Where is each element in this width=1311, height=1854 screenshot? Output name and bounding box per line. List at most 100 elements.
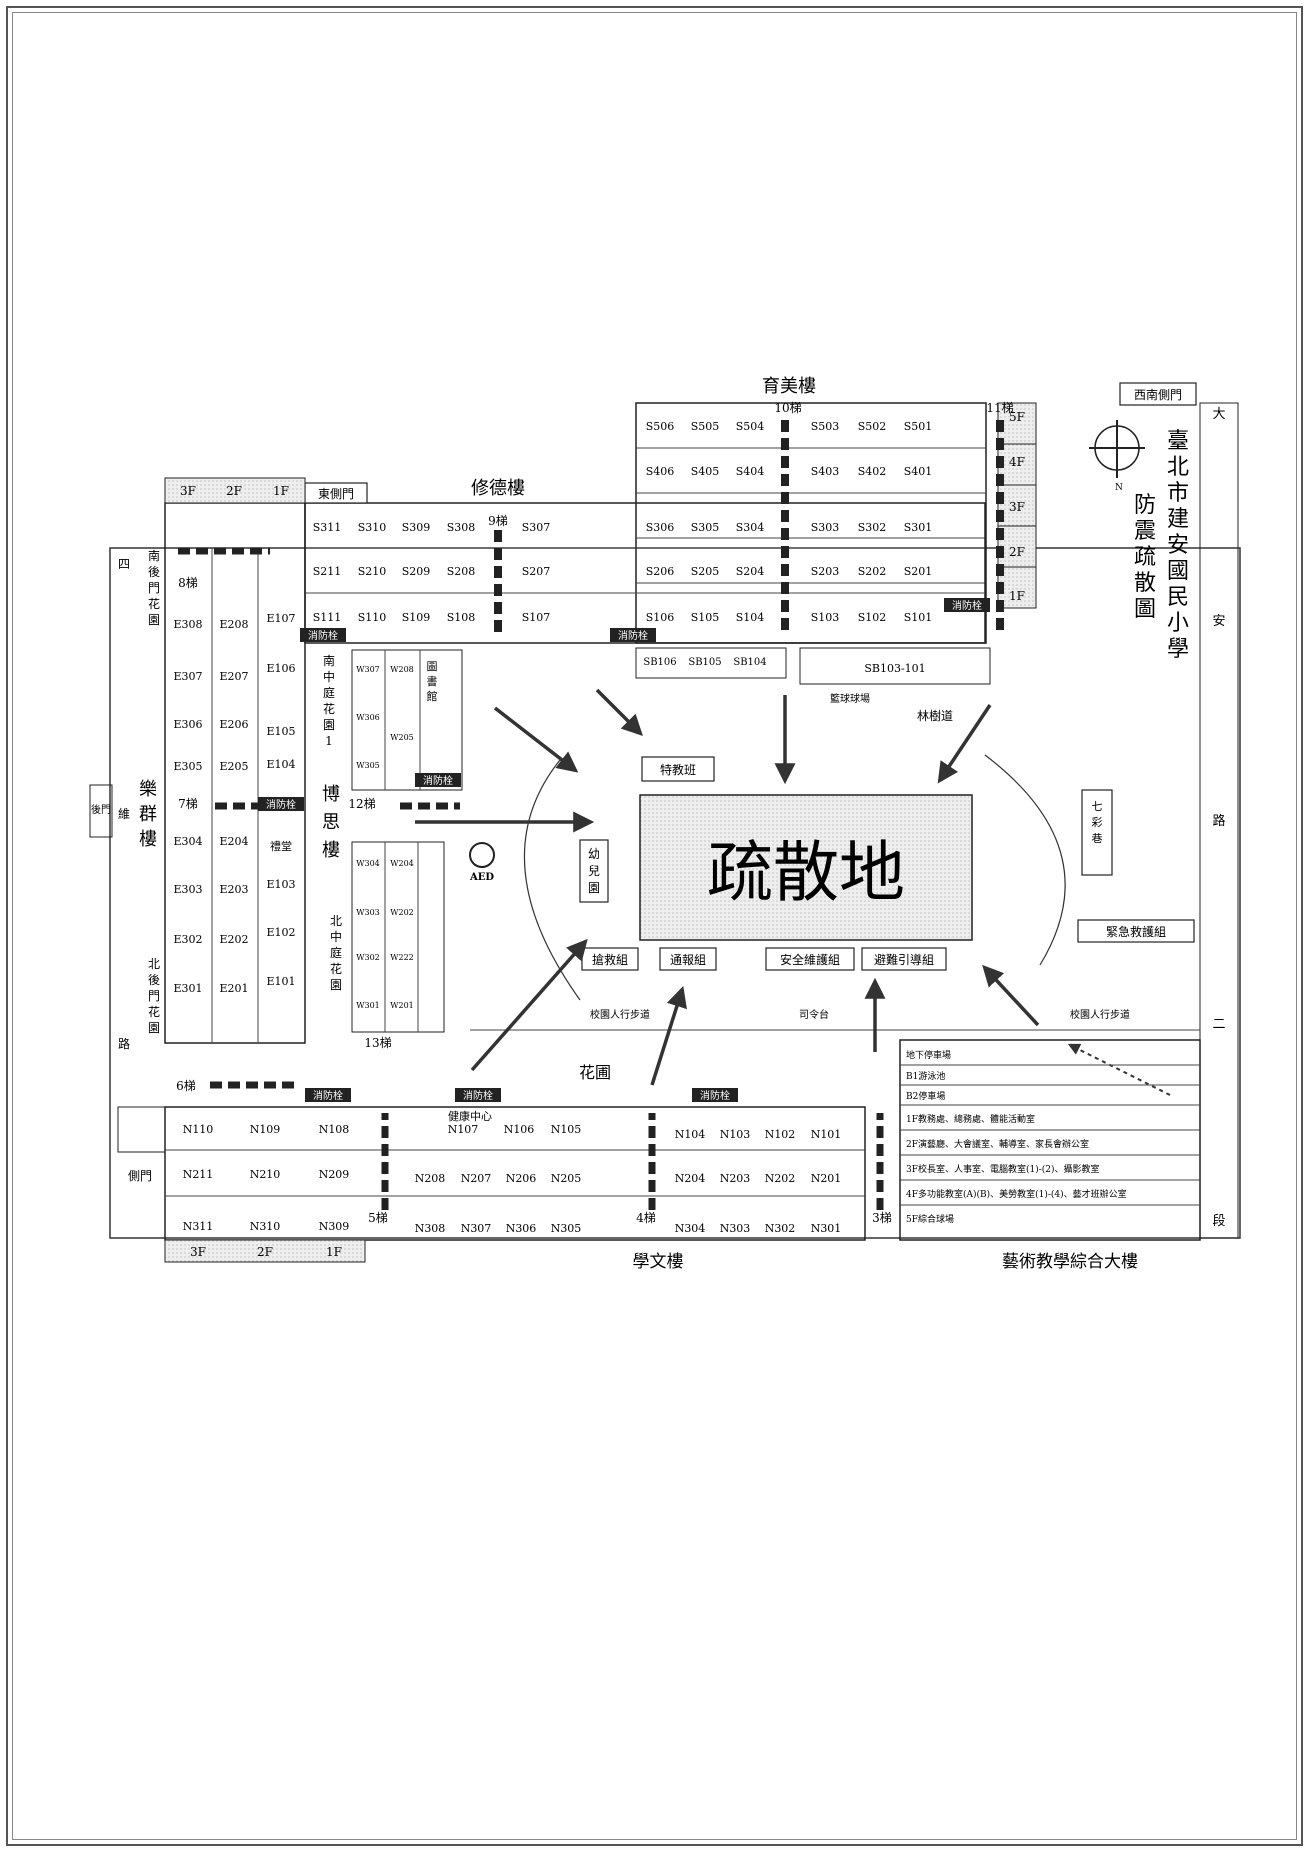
room: S404 [736, 465, 765, 478]
room: W305 [356, 761, 380, 770]
room: W222 [390, 953, 414, 962]
svg-text:市: 市 [1167, 481, 1189, 506]
fire-hydrant-label: 消防栓 [308, 629, 338, 642]
room: N307 [461, 1222, 492, 1235]
room: S202 [858, 565, 887, 578]
room: E201 [219, 982, 248, 995]
aed-icon: AED [469, 842, 495, 883]
basement-rooms [635, 647, 787, 679]
stair-label: 7梯 [178, 797, 198, 811]
room: E207 [219, 670, 248, 683]
east-wing [164, 477, 306, 1044]
stair-label: 9梯 [488, 514, 508, 528]
fire-hydrant-marker [692, 1088, 738, 1102]
room: N205 [551, 1172, 582, 1185]
stair-label: 4梯 [636, 1211, 656, 1225]
dotted-arrow [1067, 1043, 1171, 1096]
stair-label: 11梯 [986, 401, 1013, 415]
team-box [765, 947, 855, 971]
room: E102 [266, 926, 295, 939]
svg-text:南: 南 [148, 548, 160, 563]
room: SB104 [733, 657, 766, 668]
svg-text:1: 1 [325, 734, 333, 748]
svg-text:樂: 樂 [139, 779, 157, 800]
room: S304 [736, 521, 765, 534]
evacuation-zone [639, 794, 973, 941]
fire-hydrant-label: 消防栓 [952, 599, 982, 612]
room: W204 [390, 859, 414, 868]
arts-floor: 2F演藝廳、大會議室、輔導室、家長會辦公室 [906, 1138, 1089, 1150]
room: S405 [691, 465, 720, 478]
room: N210 [250, 1168, 281, 1181]
stair-label: 12梯 [348, 797, 375, 811]
svg-text:防: 防 [1134, 493, 1156, 518]
room: E105 [266, 725, 295, 738]
room: N209 [319, 1168, 350, 1181]
room: E101 [266, 975, 295, 988]
room: W205 [390, 733, 414, 742]
stair-label: 5梯 [368, 1211, 388, 1225]
svg-text:園: 園 [330, 978, 342, 992]
podium-label: 司令台 [799, 1008, 829, 1021]
hall-label: 禮堂 [270, 840, 292, 853]
stair-label: 6梯 [176, 1079, 196, 1093]
stair-label: 8梯 [178, 576, 198, 590]
kindergarten-box [579, 839, 609, 903]
room: S102 [858, 611, 887, 624]
floor-label: 2F [1009, 545, 1025, 559]
arts-floor: 4F多功能教室(A)(B)、美勞教室(1)-(4)、藝才班辦公室 [906, 1188, 1127, 1200]
room: N208 [415, 1172, 446, 1185]
svg-text:園: 園 [148, 1021, 160, 1035]
room: SB105 [688, 657, 721, 668]
room: S209 [402, 565, 431, 578]
room: S105 [691, 611, 720, 624]
room: S109 [402, 611, 431, 624]
svg-text:南: 南 [323, 653, 335, 668]
court-label: 籃球球場 [830, 692, 870, 705]
compass-icon: N [1089, 420, 1145, 493]
southwest-gate-label: 西南側門 [1134, 387, 1182, 402]
room: N108 [319, 1123, 350, 1136]
arts-note: B1游泳池 [906, 1070, 945, 1082]
svg-text:國: 國 [1167, 559, 1189, 584]
svg-text:思: 思 [322, 812, 340, 833]
room: E303 [173, 883, 202, 896]
room: N102 [765, 1128, 796, 1141]
fire-hydrant-label: 消防栓 [618, 629, 648, 642]
xuewen-label: 學文樓 [633, 1252, 684, 1272]
team-box [659, 947, 717, 971]
road-char: 段 [1212, 1214, 1225, 1229]
svg-text:園: 園 [148, 613, 160, 627]
room: S101 [904, 611, 933, 624]
svg-text:樓: 樓 [322, 840, 340, 861]
special-ed-label: 特教班 [660, 762, 696, 777]
sidewalk-label: 校園人行步道 [590, 1008, 650, 1021]
team-rescue: 搶救組 [592, 952, 628, 967]
svg-text:臺: 臺 [1167, 429, 1189, 454]
room: N106 [504, 1123, 535, 1136]
svg-text:北: 北 [1167, 455, 1189, 480]
room: N302 [765, 1222, 796, 1235]
svg-text:幼: 幼 [588, 847, 600, 861]
room: N305 [551, 1222, 582, 1235]
room: S302 [858, 521, 887, 534]
room: E304 [173, 835, 202, 848]
svg-text:北: 北 [330, 914, 342, 928]
svg-text:彩: 彩 [1092, 816, 1103, 829]
room: N304 [675, 1222, 706, 1235]
room: S401 [904, 465, 933, 478]
basement-gym [799, 647, 991, 685]
room: E104 [266, 758, 295, 771]
fire-hydrant-label: 消防栓 [266, 798, 296, 811]
xiude-building [304, 482, 986, 644]
room: E203 [219, 883, 248, 896]
svg-text:樓: 樓 [139, 829, 157, 850]
room: S308 [447, 521, 476, 534]
room: E206 [219, 718, 248, 731]
svg-text:圖: 圖 [427, 660, 438, 673]
room: N306 [506, 1222, 537, 1235]
svg-text:建: 建 [1167, 507, 1189, 532]
room: W201 [390, 1001, 414, 1010]
svg-text:兒: 兒 [588, 864, 600, 878]
